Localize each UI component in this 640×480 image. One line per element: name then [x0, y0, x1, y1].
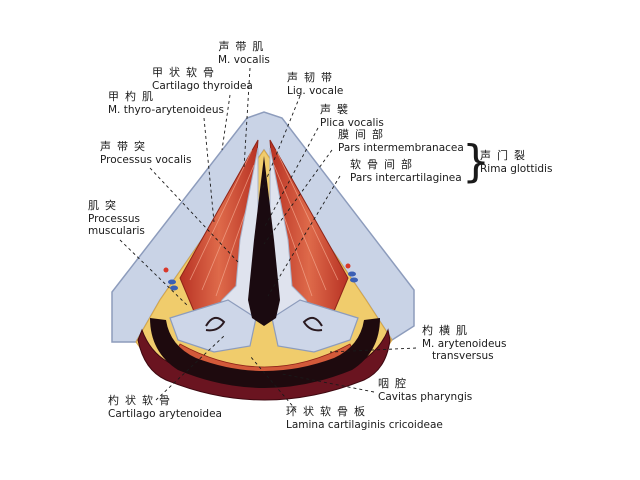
label-processus-muscularis: 肌突 Processus muscularis — [88, 199, 145, 237]
label-pars-intermembranacea: 膜间部 Pars intermembranacea — [338, 128, 464, 154]
label-cavitas-pharyngis: 咽腔 Cavitas pharyngis — [378, 377, 473, 403]
label-thyro-arytenoideus: 甲杓肌 M. thyro-arytenoideus — [108, 90, 225, 116]
label-rima-glottidis: 声门裂 Rima glottidis — [480, 149, 553, 175]
label-cartilago-arytenoidea: 杓状软骨 Cartilago arytenoidea — [108, 394, 222, 420]
label-vocalis: 声带肌 M. vocalis — [218, 40, 270, 66]
arytenoid-curl-right — [302, 316, 323, 332]
label-pars-intercartilaginea: 软骨间部 Pars intercartilaginea — [350, 158, 462, 184]
label-thyroidea: 甲状软骨 Cartilago thyroidea — [152, 66, 253, 92]
label-plica-vocalis: 声襞 Plica vocalis — [320, 103, 384, 129]
rima-glottidis — [248, 156, 280, 326]
red-dots — [163, 263, 351, 273]
arytenoid-left — [169, 299, 257, 353]
brace: } — [462, 136, 490, 187]
leader-lines — [119, 67, 417, 411]
arytenoid-right — [271, 299, 359, 353]
label-processus-vocalis: 声带突 Processus vocalis — [100, 140, 192, 166]
arytenoid-curl-left — [205, 316, 226, 332]
label-lamina-cricoideae: 环状软骨板 Lamina cartilaginis cricoideae — [286, 405, 443, 431]
vessels — [168, 271, 358, 291]
cricoid-lamina — [150, 318, 380, 388]
label-arytenoideus-transversus: 杓横肌 M. arytenoideus transversus — [422, 324, 507, 362]
label-lig-vocale: 声韧带 Lig. vocale — [287, 71, 344, 97]
